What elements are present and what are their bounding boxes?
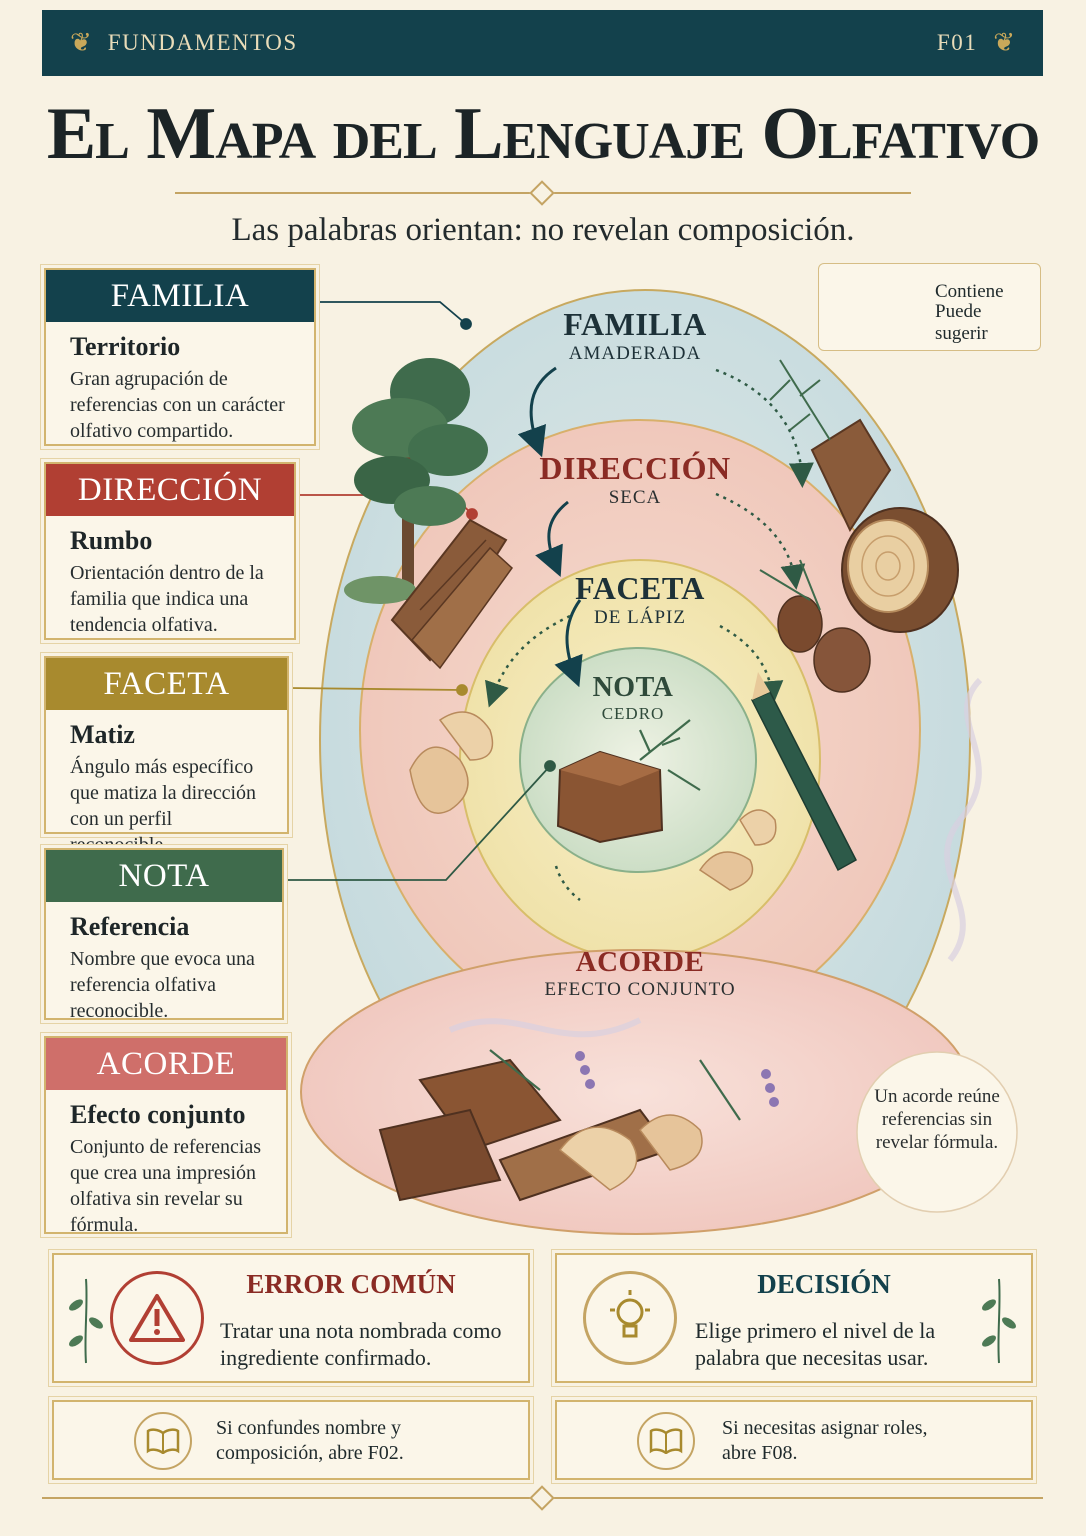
suggests-arrow	[554, 865, 581, 902]
contains-arrow	[517, 366, 557, 458]
decision-panel: DECISIÓN Elige primero el nivel de la pa…	[555, 1253, 1033, 1383]
diamond-ornament-icon	[529, 1485, 555, 1511]
card-nota-term: Referencia	[70, 912, 190, 941]
card-familia-term: Territorio	[70, 332, 181, 361]
pine-cone-illustration	[759, 559, 871, 693]
familia-title: FAMILIA	[563, 306, 707, 342]
card-faceta: FACETA Matiz Ángulo más específico que m…	[44, 656, 289, 856]
card-direccion-desc: Orientación dentro de la familia que ind…	[70, 562, 264, 636]
link-f02-text[interactable]: Si confundes nombre y composición, abre …	[216, 1417, 404, 1464]
bark-illustration	[390, 518, 513, 670]
pine-tree-illustration	[344, 358, 488, 604]
familia-sub: AMADERADA	[568, 343, 702, 364]
card-acorde-term: Efecto conjunto	[70, 1100, 246, 1129]
decision-text: Elige primero el nivel de la palabra que…	[695, 1318, 936, 1370]
card-faceta-desc: Ángulo más específico que matiza la dire…	[70, 756, 257, 856]
header-bar: ❦ FUNDAMENTOS F01 ❦	[42, 10, 1043, 76]
card-direccion: DIRECCIÓN Rumbo Orientación dentro de la…	[44, 462, 296, 640]
familia-ring	[319, 289, 971, 1191]
card-acorde: ACORDE Efecto conjunto Conjunto de refer…	[44, 1036, 288, 1236]
book-icon	[637, 1412, 695, 1470]
card-nota-desc: Nombre que evoca una referencia olfativa…	[70, 948, 255, 1022]
nota-title: NOTA	[592, 672, 674, 703]
nota-sub: CEDRO	[601, 704, 665, 723]
card-nota-header: NOTA	[46, 850, 282, 902]
link-f08-text[interactable]: Si necesitas asignar roles, abre F08.	[722, 1417, 928, 1464]
pencil-illustration	[750, 672, 857, 872]
cedar-block-illustration	[556, 719, 701, 844]
connector-familia	[316, 301, 472, 330]
nota-ring-label: NOTA CEDRO	[568, 672, 698, 724]
link-f08-panel[interactable]: Si necesitas asignar roles, abre F08.	[555, 1400, 1033, 1480]
flourish-icon: ❦	[993, 28, 1015, 57]
direccion-ring-label: DIRECCIÓN SECA	[535, 450, 735, 509]
page-title: El Mapa del Lenguaje Olfativo	[46, 93, 1040, 175]
error-text: Tratar una nota nombrada como ingredient…	[220, 1318, 502, 1370]
connector-direccion	[296, 494, 478, 520]
leaf-sprig-icon	[982, 1278, 1016, 1364]
faceta-sub: DE LÁPIZ	[594, 607, 686, 628]
acorde-title: ACORDE	[575, 946, 705, 978]
legend: Contiene Puede sugerir	[818, 263, 1041, 351]
card-direccion-header: DIRECCIÓN	[46, 464, 294, 516]
connector-nota	[284, 760, 556, 881]
link-f02-panel[interactable]: Si confundes nombre y composición, abre …	[52, 1400, 530, 1480]
acorde-ring-label: ACORDE EFECTO CONJUNTO	[530, 946, 750, 1001]
card-familia-header: FAMILIA	[46, 270, 314, 322]
leaf-sprig-icon	[69, 1278, 103, 1364]
book-icon	[134, 1412, 192, 1470]
wood-log-illustration	[769, 359, 959, 633]
error-panel: ERROR COMÚN Tratar una nota nombrada com…	[52, 1253, 530, 1383]
wood-shavings-illustration	[409, 711, 777, 891]
card-faceta-term: Matiz	[70, 720, 135, 749]
connector-faceta	[288, 684, 468, 696]
contains-arrow	[535, 500, 569, 578]
card-faceta-header: FACETA	[46, 658, 287, 710]
legend-suggests-label: Puede sugerir	[935, 300, 988, 344]
wood-pile-illustration	[378, 1049, 779, 1202]
faceta-title: FACETA	[575, 570, 705, 606]
card-acorde-header: ACORDE	[46, 1038, 286, 1090]
legend-contains-label: Contiene	[935, 280, 1004, 302]
page-subtitle: Las palabras orientan: no revelan compos…	[231, 212, 855, 248]
acorde-sub: EFECTO CONJUNTO	[544, 979, 736, 1000]
card-familia-desc: Gran agrupación de referencias con un ca…	[70, 368, 285, 442]
direccion-sub: SECA	[608, 487, 662, 508]
legend-contains: Contiene	[833, 276, 1026, 307]
sheet-code: F01	[936, 30, 978, 55]
acorde-note: Un acorde reúne referencias sin revelar …	[874, 1086, 1000, 1153]
card-nota: NOTA Referencia Nombre que evoca una ref…	[44, 848, 284, 1022]
warning-icon	[110, 1271, 204, 1365]
direccion-title: DIRECCIÓN	[539, 450, 731, 486]
legend-suggests: Puede sugerir	[833, 301, 1026, 344]
section-label: FUNDAMENTOS	[107, 30, 298, 55]
faceta-ring-label: FACETA DE LÁPIZ	[555, 570, 725, 629]
card-familia: FAMILIA Territorio Gran agrupación de re…	[44, 268, 316, 446]
diamond-ornament-icon	[529, 180, 555, 206]
flourish-icon: ❦	[70, 28, 92, 57]
suggests-arrow	[719, 624, 784, 706]
card-direccion-term: Rumbo	[70, 526, 153, 555]
familia-ring-label: FAMILIA AMADERADA	[540, 306, 730, 365]
card-acorde-desc: Conjunto de referencias que crea una imp…	[70, 1136, 262, 1236]
decision-title: DECISIÓN	[757, 1269, 891, 1299]
error-title: ERROR COMÚN	[246, 1269, 456, 1299]
lightbulb-icon	[583, 1271, 677, 1365]
